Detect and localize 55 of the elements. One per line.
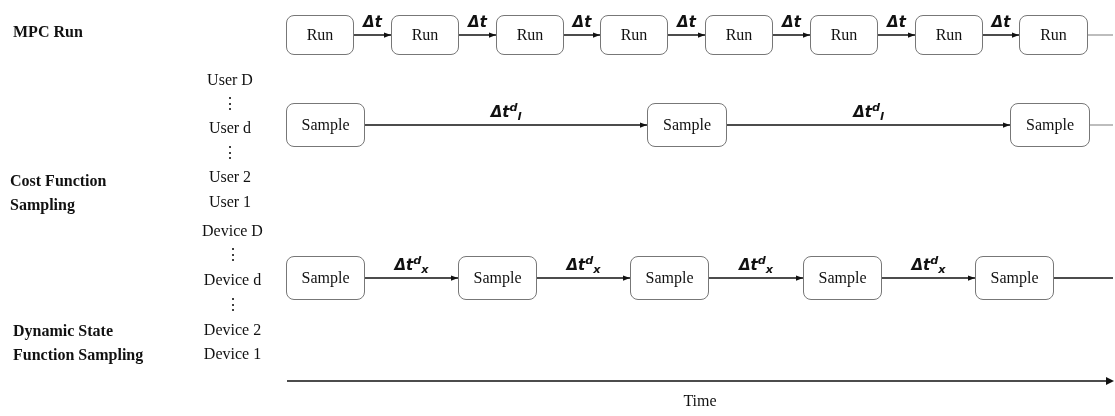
- process-box: Sample: [630, 256, 709, 300]
- process-box: Run: [391, 15, 459, 55]
- arrow: [881, 275, 976, 281]
- arrow: [877, 32, 916, 38]
- arrow: [667, 32, 706, 38]
- process-box: Run: [600, 15, 668, 55]
- arrow: [772, 32, 811, 38]
- edge-label: Δt: [990, 15, 1012, 30]
- process-box: Run: [705, 15, 773, 55]
- text-label: User D: [206, 70, 254, 90]
- arrow: [982, 32, 1020, 38]
- process-box: Run: [810, 15, 878, 55]
- text-label: ⋮: [221, 94, 239, 114]
- arrow: [364, 122, 648, 128]
- process-box: Sample: [286, 103, 365, 147]
- process-box: Sample: [458, 256, 537, 300]
- edge-label: Δt: [362, 15, 383, 30]
- row-heading: Dynamic State Function Sampling: [13, 321, 145, 366]
- arrow: [364, 275, 459, 281]
- process-box: Run: [496, 15, 564, 55]
- arrow: [458, 32, 497, 38]
- connector-line: [1089, 124, 1114, 126]
- text-label: Device D: [201, 221, 264, 241]
- text-label: Device d: [202, 270, 263, 290]
- process-box: Sample: [647, 103, 727, 147]
- process-box: Run: [1019, 15, 1088, 55]
- process-box: Run: [915, 15, 983, 55]
- text-label: Time: [682, 391, 718, 411]
- process-box: Sample: [1010, 103, 1090, 147]
- edge-label: Δt: [467, 15, 488, 30]
- text-label: User d: [207, 118, 253, 138]
- arrow: [536, 275, 631, 281]
- arrow: [708, 275, 804, 281]
- process-box: Sample: [286, 256, 365, 300]
- arrow: [563, 32, 601, 38]
- process-box: Sample: [803, 256, 882, 300]
- connector-line: [1087, 34, 1114, 36]
- arrow: [726, 122, 1011, 128]
- text-label: ⋮: [223, 245, 242, 265]
- text-label: User 2: [207, 167, 253, 187]
- arrow: [353, 32, 392, 38]
- process-box: Sample: [975, 256, 1054, 300]
- text-label: Device 2: [202, 320, 263, 340]
- process-box: Run: [286, 15, 354, 55]
- connector-line: [1053, 277, 1114, 279]
- text-label: Device 1: [202, 344, 263, 364]
- edge-label: Δt: [676, 15, 697, 30]
- edge-label: Δt: [781, 15, 802, 30]
- row-heading: MPC Run: [13, 22, 84, 42]
- text-label: User 1: [207, 192, 253, 212]
- text-label: ⋮: [221, 143, 239, 163]
- text-label: ⋮: [223, 295, 242, 315]
- row-heading: Cost Function Sampling: [10, 171, 108, 216]
- edge-label: Δt: [571, 15, 593, 30]
- edge-label: Δt: [886, 15, 907, 30]
